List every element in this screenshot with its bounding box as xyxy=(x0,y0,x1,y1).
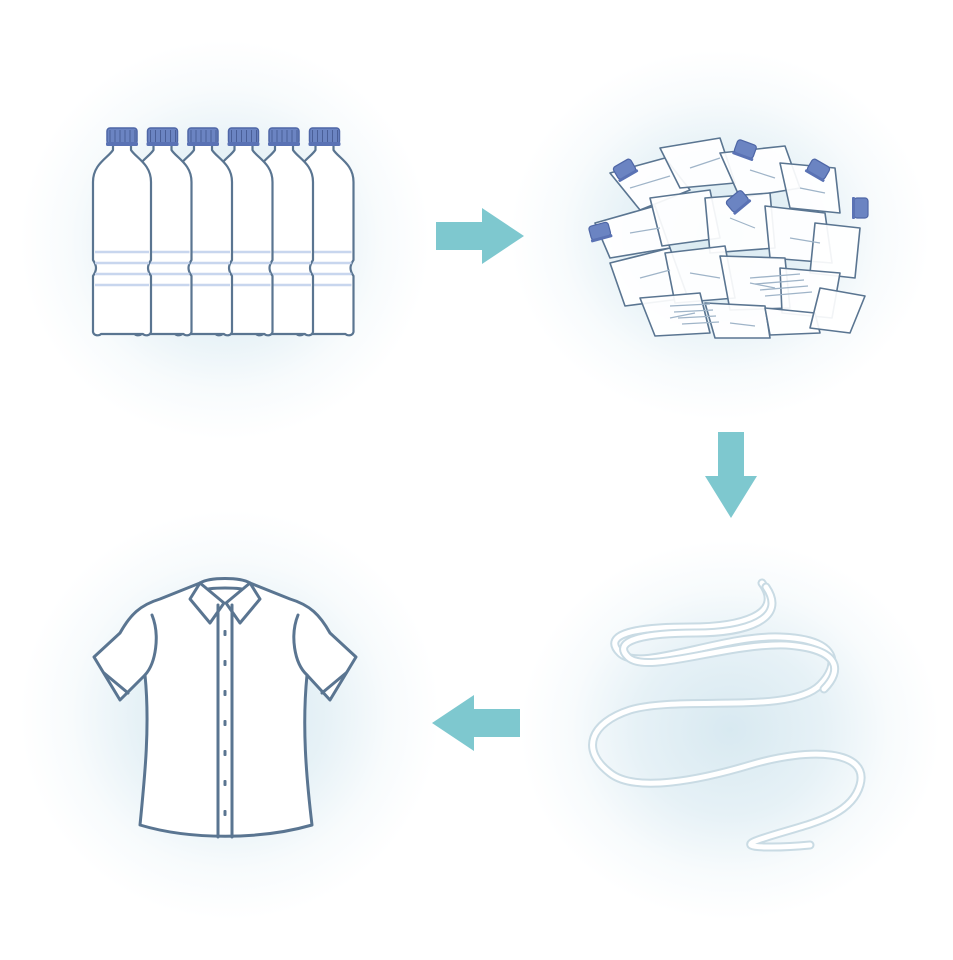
bottle-cap xyxy=(612,158,639,183)
bottle-fragment xyxy=(719,255,791,311)
arrow-left-icon xyxy=(432,695,522,751)
fiber-strands-icon xyxy=(580,575,880,855)
bottle-cap xyxy=(804,158,831,183)
arrow-down-icon xyxy=(705,432,757,520)
bottle-cap xyxy=(852,197,869,219)
bottle-cap xyxy=(588,221,613,243)
shirt-icon xyxy=(90,575,360,845)
bottle-fragment xyxy=(704,302,771,339)
bottle-cap xyxy=(732,139,757,161)
plastic-bottles-icon xyxy=(85,120,375,350)
bottle-fragment xyxy=(809,287,866,334)
bottle-cap xyxy=(725,190,752,215)
shirt-button xyxy=(223,660,227,666)
crushed-bottles-icon xyxy=(570,128,880,343)
shirt-button xyxy=(223,690,227,696)
bottle xyxy=(91,127,153,337)
shirt-button xyxy=(223,750,227,756)
arrow-right-icon xyxy=(436,208,526,264)
bottle-fragment xyxy=(764,307,821,336)
fibers-glow xyxy=(520,540,940,920)
shirt-button xyxy=(223,720,227,726)
shirt-button xyxy=(223,780,227,786)
shirt-button xyxy=(223,810,227,816)
bottle-fragment xyxy=(639,292,711,337)
bottle-fragment xyxy=(809,222,861,279)
shirt-button xyxy=(223,630,227,636)
